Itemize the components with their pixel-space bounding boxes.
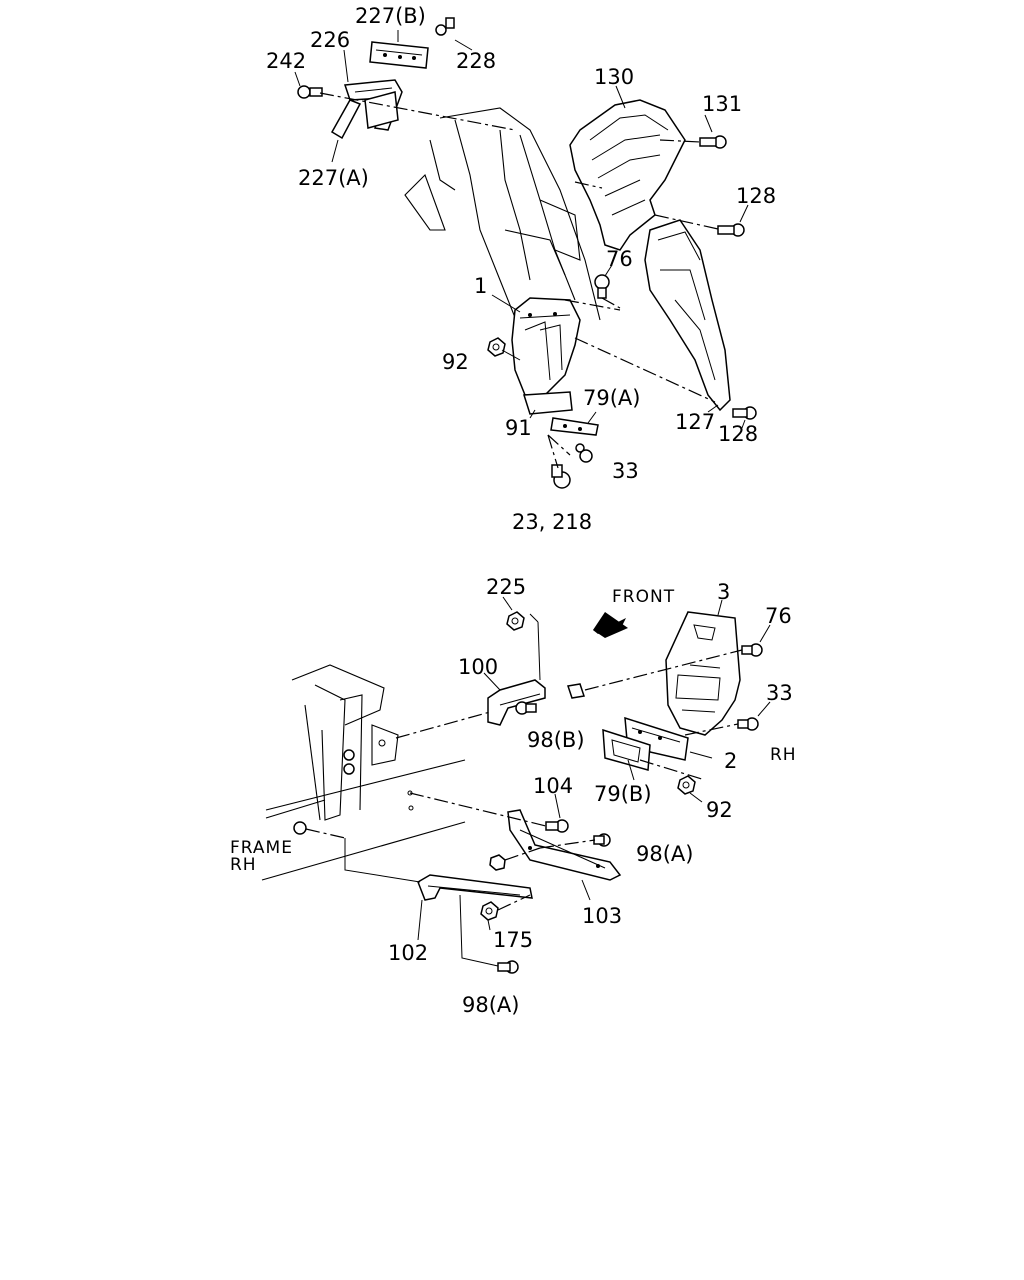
label-131: 131	[702, 92, 742, 116]
upper-assembly: 227(B) 226 242 228 227(A) 130 131 128 76…	[266, 4, 776, 534]
label-33: 33	[612, 459, 639, 483]
upper-leader-lines	[294, 30, 749, 469]
label-127: 127	[675, 410, 715, 434]
part-228-bolt	[435, 17, 455, 36]
lower-labels: 225 FRONT 3 76 100 33 98(B) 2 RH 79(B) 9…	[230, 575, 797, 1017]
part-98b-bolt	[515, 701, 537, 715]
part-130-mudguard	[569, 99, 686, 251]
label-frame: FRAME	[230, 838, 293, 858]
lower-frame-structure	[261, 664, 466, 881]
label-79a: 79(A)	[583, 386, 640, 410]
part-98a-bolt-right	[593, 833, 611, 847]
label-1: 1	[474, 274, 487, 298]
label-76: 76	[606, 247, 633, 271]
part-100-bracket	[487, 679, 585, 726]
part-104-bolt	[545, 819, 569, 833]
upper-labels: 227(B) 226 242 228 227(A) 130 131 128 76…	[266, 4, 776, 534]
part-227a-strap	[330, 91, 399, 140]
label-228: 228	[456, 49, 496, 73]
part-128-bolt-bottom	[732, 406, 757, 420]
label-79b: 79(B)	[594, 782, 652, 806]
part-1-bracket	[511, 297, 581, 396]
part-92-nut	[487, 337, 506, 357]
label-225: 225	[486, 575, 526, 599]
part-103-bracket	[507, 809, 622, 881]
part-131-bolt	[699, 135, 727, 149]
label-3: 3	[717, 580, 730, 604]
label-76-lower: 76	[765, 604, 792, 628]
label-128-bottom: 128	[718, 422, 758, 446]
label-102: 102	[388, 941, 428, 965]
part-23-218-bolt	[551, 464, 571, 489]
part-76-screw	[594, 274, 610, 299]
front-direction-arrow	[593, 612, 628, 638]
label-frame-rh: RH	[230, 855, 257, 875]
part-127-mudguard	[644, 219, 731, 412]
label-rh: RH	[770, 745, 797, 765]
label-175: 175	[493, 928, 533, 952]
part-33-nut	[575, 443, 593, 463]
label-2: 2	[724, 749, 737, 773]
lower-leader-lines	[305, 596, 771, 967]
label-98b: 98(B)	[527, 728, 585, 752]
label-103: 103	[582, 904, 622, 928]
part-79a-plate	[550, 417, 599, 436]
label-130: 130	[594, 65, 634, 89]
part-128-bolt-top	[717, 223, 745, 237]
part-76-screw-lower	[741, 643, 763, 657]
label-front: FRONT	[612, 587, 675, 607]
label-33-lower: 33	[766, 681, 793, 705]
label-100: 100	[458, 655, 498, 679]
part-225-nut	[506, 611, 525, 631]
part-98a-bolt-bottom	[497, 960, 519, 974]
label-92-lower: 92	[706, 798, 733, 822]
label-226: 226	[310, 28, 350, 52]
part-102-bracket	[417, 874, 533, 901]
part-91-plate	[522, 391, 573, 415]
label-98a-bottom: 98(A)	[462, 993, 519, 1017]
label-227b: 227(B)	[355, 4, 426, 28]
label-92: 92	[442, 350, 469, 374]
part-79b-plate	[602, 728, 651, 771]
part-92-nut-lower	[677, 775, 696, 795]
part-33-screw-lower	[737, 717, 759, 731]
part-175-nut	[480, 901, 499, 921]
washer-nut	[293, 821, 506, 871]
label-227a: 227(A)	[298, 166, 369, 190]
label-128-top: 128	[736, 184, 776, 208]
label-104: 104	[533, 774, 573, 798]
part-3-mudflap	[665, 611, 741, 736]
label-91: 91	[505, 416, 532, 440]
part-227b-plate	[369, 41, 429, 69]
lower-assembly: 225 FRONT 3 76 100 33 98(B) 2 RH 79(B) 9…	[230, 575, 797, 1017]
part-242-bolt	[297, 85, 323, 99]
label-242: 242	[266, 49, 306, 73]
upper-frame-structure	[404, 107, 601, 331]
label-23-218: 23, 218	[512, 510, 592, 534]
label-98a-right: 98(A)	[636, 842, 693, 866]
